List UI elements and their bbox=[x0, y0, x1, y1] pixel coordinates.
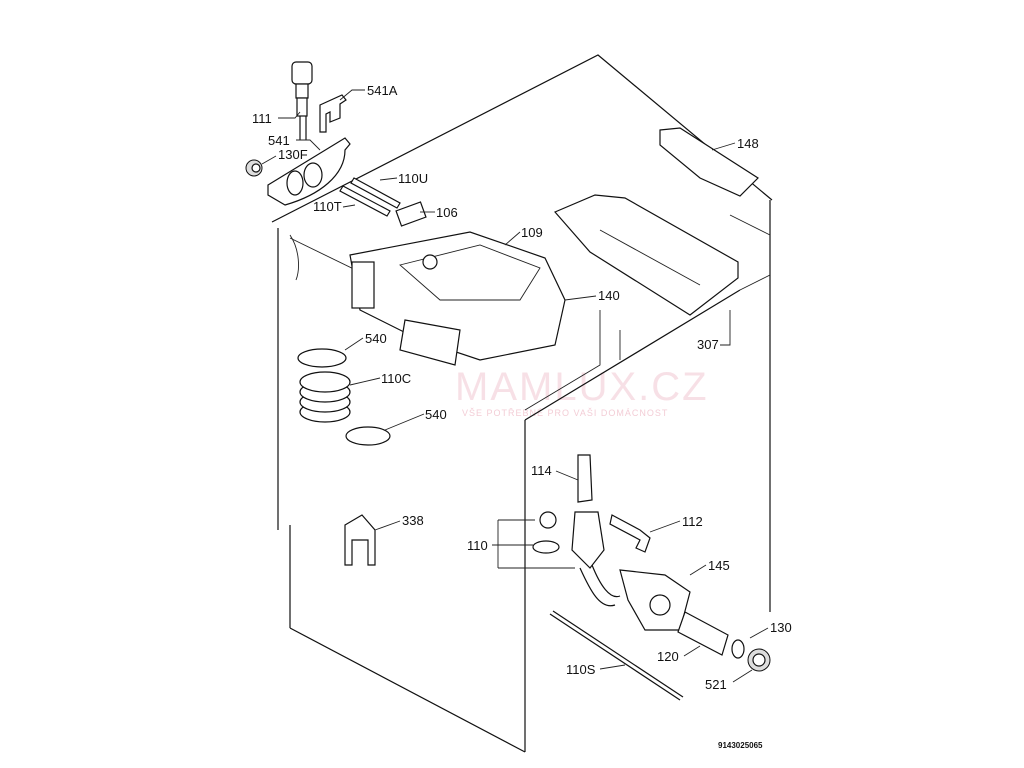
part-110u-pipe bbox=[350, 177, 401, 209]
part-106-valve bbox=[395, 201, 427, 227]
label-130f: 130F bbox=[278, 147, 308, 162]
part-110-seal bbox=[532, 540, 560, 554]
label-112: 112 bbox=[682, 514, 703, 529]
label-120: 120 bbox=[657, 649, 679, 664]
drawing-code: 9143025065 bbox=[718, 741, 763, 750]
part-labels: 111 541A 541 130F 110U 110T 106 109 148 … bbox=[252, 83, 792, 750]
label-110s: 110S bbox=[566, 662, 596, 677]
leader-lines bbox=[261, 89, 769, 683]
label-106: 106 bbox=[436, 205, 458, 220]
label-110t: 110T bbox=[313, 199, 342, 214]
part-110-ball bbox=[539, 511, 557, 529]
label-541a: 541A bbox=[367, 83, 398, 98]
part-112-hose bbox=[609, 514, 651, 553]
part-540-clamp-lower bbox=[345, 426, 391, 446]
label-540-upper: 540 bbox=[365, 331, 387, 346]
label-110: 110 bbox=[467, 538, 488, 553]
label-521: 521 bbox=[705, 677, 727, 692]
label-140: 140 bbox=[598, 288, 620, 303]
label-130: 130 bbox=[770, 620, 792, 635]
part-110-sump bbox=[571, 511, 605, 569]
part-110s-rod bbox=[549, 613, 681, 701]
part-114-vent bbox=[577, 454, 593, 503]
part-338-holder bbox=[344, 514, 376, 566]
part-148-top-panel bbox=[659, 127, 759, 197]
part-120-filter bbox=[677, 611, 729, 656]
label-145: 145 bbox=[708, 558, 730, 573]
watermark-brand: MAMLUX.CZ bbox=[455, 365, 709, 409]
label-307: 307 bbox=[697, 337, 719, 352]
part-540-clamp-upper bbox=[297, 348, 347, 368]
part-110t-pipe bbox=[339, 185, 391, 217]
label-114: 114 bbox=[531, 463, 552, 478]
part-541a-clip bbox=[319, 94, 347, 133]
label-148: 148 bbox=[737, 136, 759, 151]
label-110c: 110C bbox=[381, 371, 411, 386]
label-540-lower: 540 bbox=[425, 407, 447, 422]
label-110u: 110U bbox=[398, 171, 428, 186]
label-109: 109 bbox=[521, 225, 543, 240]
part-307-drawer bbox=[554, 194, 739, 316]
label-111: 111 bbox=[252, 111, 272, 126]
label-541: 541 bbox=[268, 133, 290, 148]
label-338: 338 bbox=[402, 513, 424, 528]
watermark: MAMLUX.CZ VŠE POTŘEBNÉ PRO VAŠI DOMÁCNOS… bbox=[455, 365, 709, 418]
part-111-inlet-fitting bbox=[291, 61, 313, 140]
part-130-ring bbox=[731, 639, 745, 659]
part-110c-bellow bbox=[299, 371, 351, 423]
watermark-tagline: VŠE POTŘEBNÉ PRO VAŠI DOMÁCNOST bbox=[462, 408, 668, 418]
part-109-140-dispenser-housing bbox=[349, 231, 566, 366]
